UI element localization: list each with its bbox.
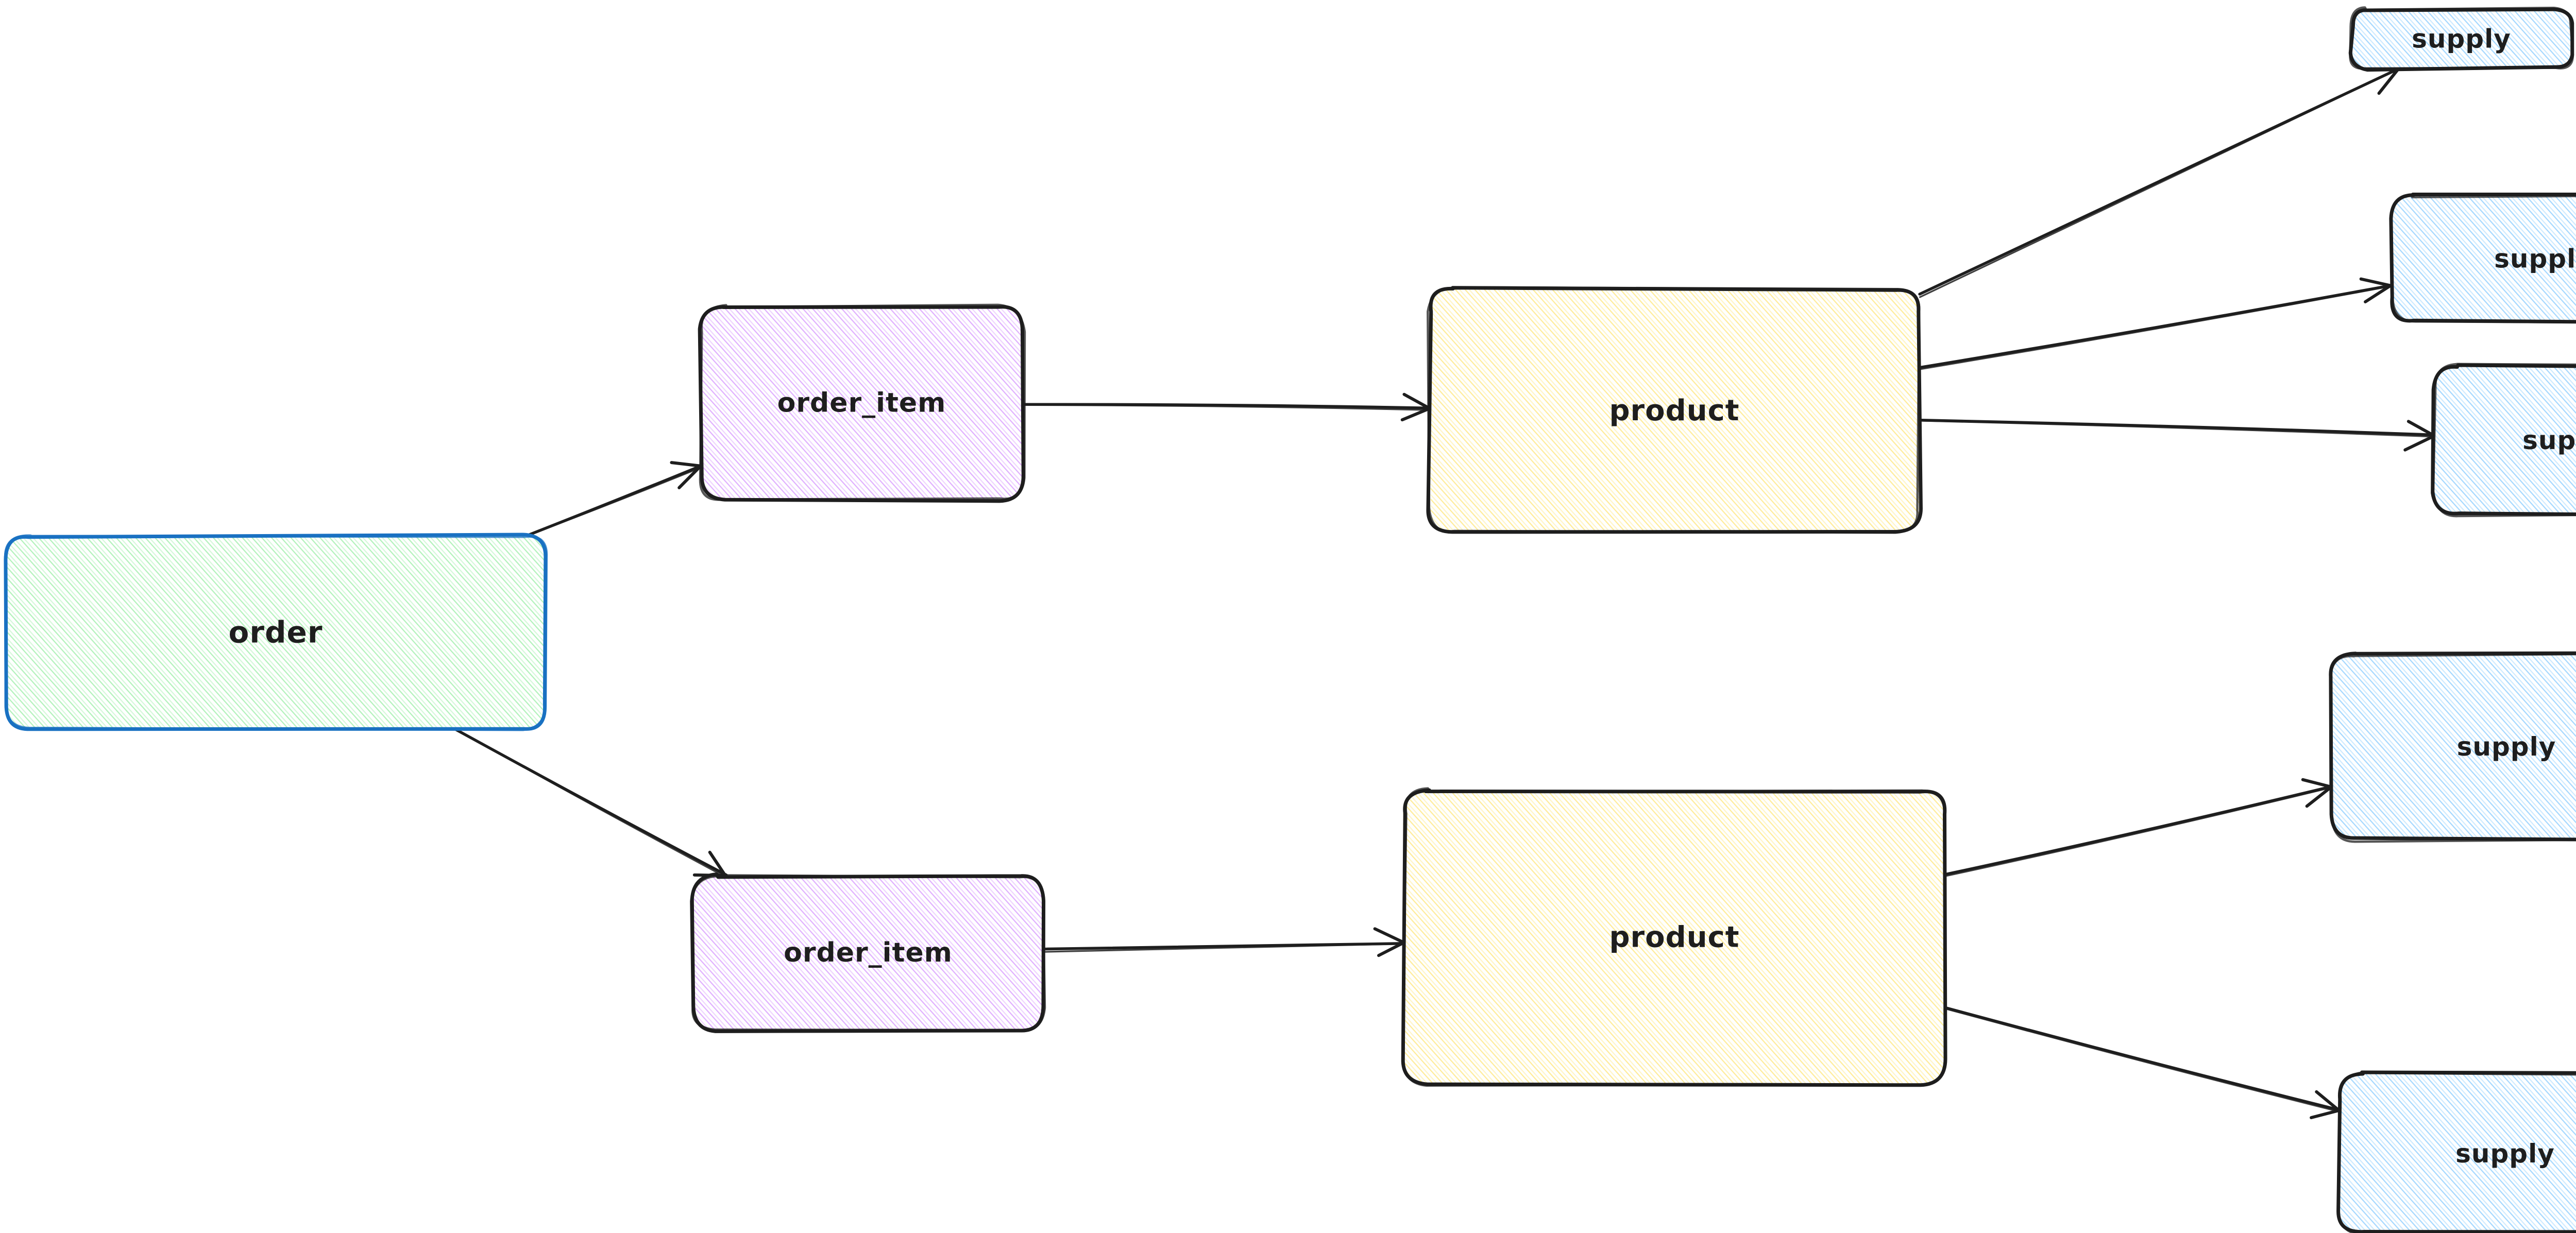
node-label-product_bottom: product — [1609, 921, 1739, 954]
node-supply_1[interactable]: supply — [2348, 6, 2574, 72]
node-supply_5[interactable]: supply — [2336, 1070, 2576, 1233]
edge-arrowhead — [1373, 927, 1405, 957]
node-outline-secondary — [2389, 193, 2576, 323]
edge-line — [1942, 1007, 2340, 1112]
node-label-order: order — [229, 615, 323, 650]
edge-line — [1944, 786, 2332, 877]
node-fill — [1403, 790, 1945, 1084]
edge-line — [1917, 418, 2436, 437]
node-outline-secondary — [1401, 787, 1946, 1087]
node-supply_4[interactable]: supply — [2329, 651, 2576, 843]
node-label-product_top: product — [1609, 394, 1739, 427]
node-fill — [2390, 195, 2576, 322]
node-outline-secondary — [1427, 286, 1921, 534]
edge-product_top-to-supply_1[interactable] — [1918, 67, 2401, 298]
node-fill — [5, 536, 547, 729]
node-fill — [2340, 1073, 2576, 1233]
edge-product_top-to-supply_3[interactable] — [1917, 418, 2436, 452]
edge-line — [1044, 943, 1404, 953]
edge-product_top-to-supply_2[interactable] — [1918, 277, 2393, 370]
edge-order-to-order_item_top[interactable] — [522, 461, 703, 538]
node-supply_2[interactable]: supply — [2389, 192, 2576, 324]
edge-order-to-order_item_bottom[interactable] — [453, 727, 728, 878]
node-fill — [2330, 654, 2576, 840]
node-label-supply_5: supply — [2455, 1139, 2555, 1169]
edge-line — [1919, 68, 2400, 298]
node-label-order_item_top: order_item — [777, 388, 946, 419]
node-fill — [1430, 288, 1920, 534]
edge-order_item_top-to-product_top[interactable] — [1021, 392, 1432, 422]
edge-order_item_bottom-to-product_bottom[interactable] — [1043, 927, 1405, 957]
node-product_bottom[interactable]: product — [1401, 787, 1947, 1087]
node-order[interactable]: order — [4, 533, 548, 731]
node-fill — [2433, 365, 2576, 515]
node-outline-secondary — [4, 534, 548, 731]
edge-product_bottom-to-supply_5[interactable] — [1942, 1006, 2341, 1120]
edge-line — [523, 467, 702, 538]
node-order_item_bottom[interactable]: order_item — [690, 872, 1046, 1033]
node-outline-secondary — [2432, 363, 2576, 518]
edge-line — [454, 728, 726, 878]
node-fill — [692, 876, 1043, 1030]
node-order_item_top[interactable]: order_item — [698, 303, 1026, 503]
edge-line — [1942, 1006, 2341, 1111]
node-supply_3[interactable]: supply — [2431, 363, 2576, 518]
node-outline-secondary — [2337, 1071, 2576, 1233]
node-label-supply_4: supply — [2457, 732, 2556, 762]
edge-line — [1022, 404, 1431, 411]
node-fill — [700, 305, 1024, 501]
node-outline-secondary — [2329, 653, 2576, 843]
nodes-group: orderorder_itemorder_itemproductproducts… — [4, 6, 2576, 1233]
edge-line — [1918, 285, 2391, 370]
node-outline-secondary — [699, 303, 1026, 501]
node-label-supply_1: supply — [2412, 24, 2511, 54]
node-outline-secondary — [690, 874, 1046, 1032]
edges-group — [453, 67, 2436, 1120]
node-fill — [2351, 9, 2571, 68]
edge-line — [1918, 420, 2436, 438]
edge-line — [1942, 785, 2332, 877]
edge-line — [1919, 284, 2393, 369]
edge-product_bottom-to-supply_4[interactable] — [1942, 778, 2333, 877]
node-product_top[interactable]: product — [1426, 286, 1923, 534]
node-label-order_item_bottom: order_item — [784, 937, 953, 968]
node-label-supply_2: supply — [2494, 244, 2576, 274]
node-label-supply_3: supply — [2522, 425, 2576, 455]
node-outline-secondary — [2349, 6, 2574, 70]
